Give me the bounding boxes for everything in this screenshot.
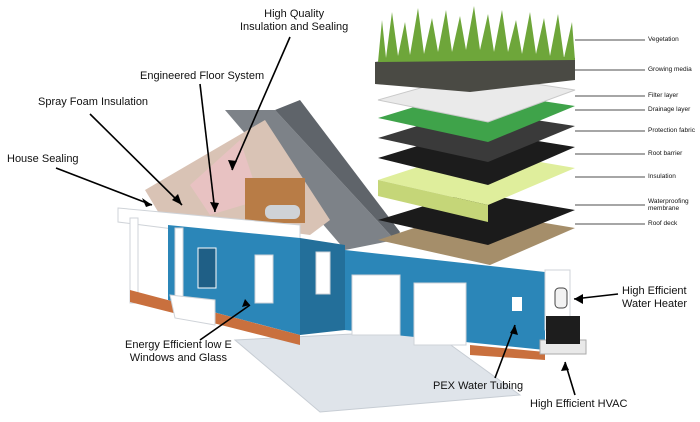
callout-hvac: High Efficient HVAC [530,398,628,410]
layer-insulation-side [378,180,488,222]
garage-vent [512,297,522,311]
porch-column-1 [129,217,139,304]
callout-water-heater-line1: High Efficient [622,285,687,297]
water-heater-unit [554,287,568,309]
layer-vegetation [378,6,575,62]
callout-arrowheads [142,160,583,371]
attic-insulation [190,140,260,215]
layer-label-filter: Filter layer [648,92,679,99]
layer-label-insulation: Insulation [648,173,676,180]
callout-high-quality-line2: Insulation and Sealing [240,21,349,33]
porch-steps [169,294,216,326]
hvac-unit [546,316,580,344]
callout-water-heater-line2: Water Heater [622,298,688,310]
window-right [315,251,331,295]
callout-high-quality-insulation: High Quality Insulation and Sealing [240,8,348,34]
roof-ridge [275,100,400,240]
layer-leaders [575,39,645,225]
callout-engineered-floor: Engineered Floor System [140,70,265,82]
roof-layer-stack [375,6,576,265]
front-door [197,247,217,289]
layer-label-protection: Protection fabric [648,127,695,134]
callout-house-sealing: House Sealing [7,153,79,165]
foundation-garage [470,345,545,360]
callout-windows-line1: Energy Efficient low E [125,339,232,351]
layer-label-waterproofing-line2: membrane [648,205,680,212]
callout-windows: Energy Efficient low E Windows and Glass [125,339,232,365]
callout-spray-foam: Spray Foam Insulation [38,96,149,108]
layer-label-roof-deck: Roof deck [648,220,678,227]
layer-label-vegetation: Vegetation [648,36,679,43]
garage-door-1 [351,274,401,336]
callout-high-quality-line1: High Quality [264,8,325,20]
callout-pex: PEX Water Tubing [433,380,524,392]
layer-label-waterproofing-line1: Waterproofing [648,198,689,205]
window-left [254,254,274,304]
callout-leaders [55,36,619,396]
layer-label-growing-media: Growing media [648,66,692,73]
callout-windows-line2: Windows and Glass [129,352,227,364]
callout-water-heater: High Efficient Water Heater [622,285,687,311]
layer-label-drainage: Drainage layer [648,106,691,113]
layer-label-waterproofing: Waterproofing membrane [648,198,689,212]
layer-label-root-barrier: Root barrier [648,150,683,157]
duct [265,205,300,219]
garage-door-2 [413,282,467,346]
